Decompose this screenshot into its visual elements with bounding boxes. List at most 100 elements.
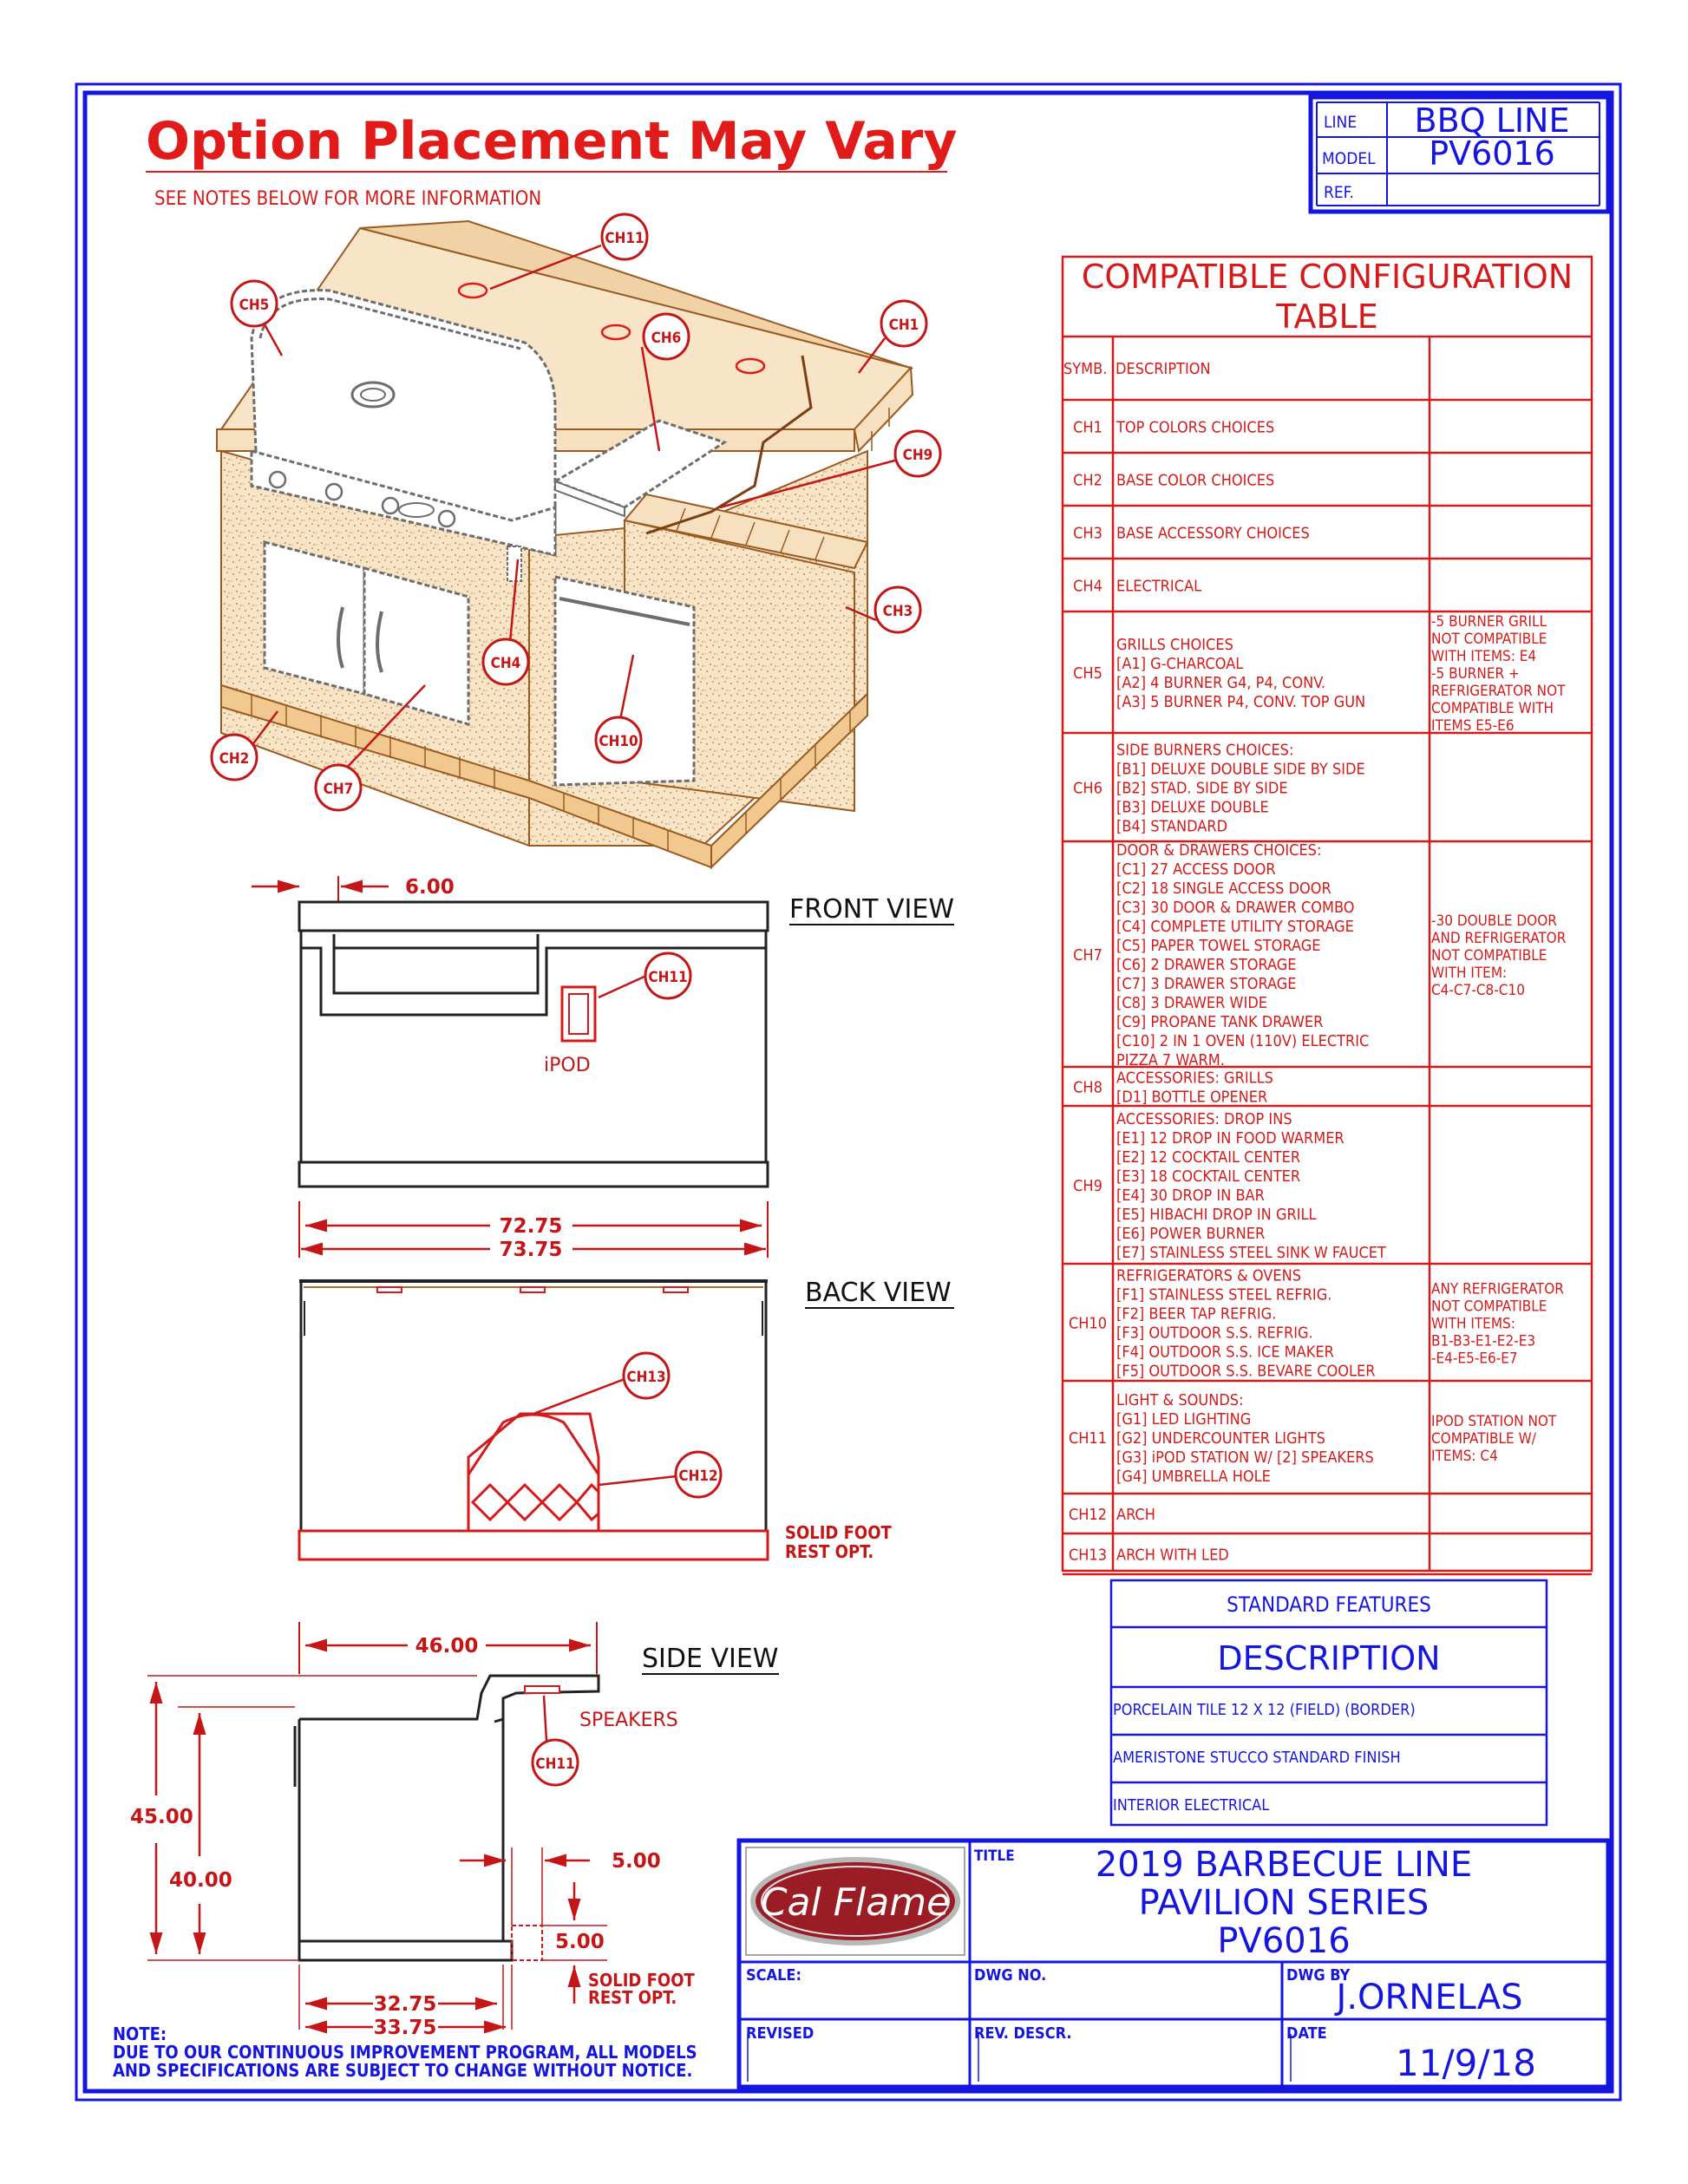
row-description-line: [A3] 5 BURNER P4, CONV. TOP GUN (1116, 693, 1365, 711)
callout-ch4-iso: CH4 (481, 638, 530, 686)
row-description-line: [C8] 3 DRAWER WIDE (1116, 994, 1267, 1012)
row-note-line: AND REFRIGERATOR (1431, 930, 1567, 947)
table-title-2: TABLE (1275, 298, 1378, 336)
row-description-line: BASE COLOR CHOICES (1116, 472, 1274, 490)
row-description-line: [G1] LED LIGHTING (1116, 1410, 1251, 1429)
svg-text:CH13: CH13 (626, 1369, 665, 1386)
row-description-line: [D1] BOTTLE OPENER (1116, 1089, 1267, 1107)
table-head-symb: SYMB. (1063, 360, 1107, 378)
row-symbol: CH13 (1069, 1546, 1107, 1565)
row-description-line: [G3] iPOD STATION W/ [2] SPEAKERS (1116, 1448, 1374, 1467)
callout-ch10-iso: CH10 (594, 716, 643, 764)
row-description-line: [A2] 4 BURNER G4, P4, CONV. (1116, 674, 1325, 692)
row-description-line: ACCESSORIES: GRILLS (1116, 1069, 1273, 1088)
svg-text:CH12: CH12 (678, 1468, 717, 1485)
row-description-line: [C3] 30 DOOR & DRAWER COMBO (1116, 899, 1355, 917)
row-note-line: COMPATIBLE WITH (1431, 700, 1554, 717)
row-description-line: [E1] 12 DROP IN FOOD WARMER (1116, 1129, 1345, 1148)
row-description-line: ARCH WITH LED (1116, 1546, 1229, 1565)
scale-label: SCALE: (746, 1966, 801, 1985)
row-description-line: [C2] 18 SINGLE ACCESS DOOR (1116, 879, 1331, 898)
model-value: PV6016 (1429, 134, 1555, 173)
svg-text:CH6: CH6 (651, 330, 682, 347)
row-description-line: [F5] OUTDOOR S.S. BEVARE COOLER (1116, 1363, 1376, 1381)
back-view-title: BACK VIEW (805, 1278, 952, 1308)
inner-border (82, 90, 1614, 2094)
row-description-line: SIDE BURNERS CHOICES: (1116, 742, 1293, 760)
feature-item: AMERISTONE STUCCO STANDARD FINISH (1113, 1749, 1401, 1767)
row-description-line: [E4] 30 DROP IN BAR (1116, 1187, 1265, 1205)
row-note-line: WITH ITEM: (1431, 964, 1507, 982)
configuration-table: COMPATIBLE CONFIGURATION TABLE SYMB. DES… (1061, 255, 1593, 1576)
row-note-line: WITH ITEMS: (1431, 1316, 1515, 1333)
row-note-line: NOT COMPATIBLE (1431, 1298, 1547, 1316)
back-foot-note-1: SOLID FOOT (785, 1522, 892, 1543)
svg-text:CH3: CH3 (883, 603, 913, 620)
cal-flame-logo: Cal Flame (745, 1847, 965, 1956)
ref-label: REF. (1324, 183, 1354, 202)
row-description-line: ARCH (1116, 1506, 1155, 1524)
row-symbol: CH3 (1073, 525, 1102, 543)
svg-text:CH5: CH5 (239, 297, 270, 314)
table-head-desc: DESCRIPTION (1116, 360, 1211, 378)
side-dim-depth: 46.00 (415, 1635, 479, 1658)
feature-item: PORCELAIN TILE 12 X 12 (FIELD) (BORDER) (1113, 1701, 1416, 1719)
svg-text:AND SPECIFICATIONS ARE SUBJECT: AND SPECIFICATIONS ARE SUBJECT TO CHANGE… (113, 2060, 692, 2081)
row-note-line: COMPATIBLE W/ (1431, 1430, 1537, 1448)
title-line-3: PV6016 (1217, 1921, 1350, 1961)
row-symbol: CH5 (1073, 664, 1102, 683)
front-dim-offset: 6.00 (405, 876, 455, 899)
feature-item: INTERIOR ELECTRICAL (1113, 1796, 1269, 1815)
line-value: BBQ LINE (1415, 101, 1570, 140)
iso-callouts: CH11 CH5 CH6 CH1 CH9 CH3 CH4 CH10 CH2 CH… (210, 213, 942, 812)
island-isometric-drawing (216, 219, 914, 870)
speakers-label: SPEAKERS (579, 1710, 678, 1731)
date-label: DATE (1286, 2024, 1327, 2043)
svg-text:CH1: CH1 (889, 317, 919, 334)
bottom-title-block: Cal Flame TITLE 2019 BARBECUE LINE PAVIL… (736, 1838, 1611, 2089)
row-note-line: WITH ITEMS: E4 (1431, 648, 1536, 665)
disclaimer-note: NOTE: DUE TO OUR CONTINUOUS IMPROVEMENT … (113, 2024, 697, 2081)
row-description-line: [C10] 2 IN 1 OVEN (110V) ELECTRIC (1116, 1032, 1369, 1050)
row-note-line: -E4-E5-E6-E7 (1431, 1350, 1518, 1368)
side-dim-base-inner: 32.75 (374, 1993, 437, 2016)
row-description-line: [E2] 12 COCKTAIL CENTER (1116, 1148, 1300, 1167)
row-description-line: [C9] PROPANE TANK DRAWER (1116, 1013, 1323, 1031)
row-description-line: [C6] 2 DRAWER STORAGE (1116, 956, 1297, 974)
row-note-line: -30 DOUBLE DOOR (1431, 912, 1557, 930)
row-note-line: -5 BURNER + (1431, 665, 1520, 683)
back-view: BACK VIEW CH13 CH12 SOLID FOOT REST OPT. (298, 1278, 954, 1562)
front-dim-outer: 73.75 (500, 1239, 563, 1261)
row-description-line: [E6] POWER BURNER (1116, 1225, 1265, 1243)
model-label: MODEL (1322, 149, 1376, 168)
standard-features-table: STANDARD FEATURES DESCRIPTION PORCELAIN … (1109, 1579, 1548, 1827)
row-description-line: [B1] DELUXE DOUBLE SIDE BY SIDE (1116, 761, 1365, 779)
row-note-line: -5 BURNER GRILL (1431, 613, 1547, 631)
line-label: LINE (1324, 113, 1357, 132)
line-model-block: LINE BBQ LINE MODEL PV6016 REF. (1308, 95, 1611, 214)
row-symbol: CH1 (1073, 419, 1102, 437)
svg-text:CH4: CH4 (491, 655, 521, 672)
front-view: FRONT VIEW 6.00 iPOD CH11 72.75 73.75 (252, 876, 954, 1261)
row-description-line: DOOR & DRAWERS CHOICES: (1116, 841, 1321, 860)
ipod-label: iPOD (544, 1055, 591, 1076)
table-title-1: COMPATIBLE CONFIGURATION (1082, 258, 1573, 296)
callout-ch9-iso: CH9 (893, 429, 942, 478)
row-note-line: IPOD STATION NOT (1431, 1413, 1557, 1430)
side-dim-base-outer: 33.75 (374, 2017, 437, 2039)
row-symbol: CH9 (1073, 1177, 1102, 1195)
callout-ch13-back: CH13 (622, 1351, 671, 1400)
row-symbol: CH6 (1073, 780, 1102, 798)
svg-text:CH9: CH9 (903, 447, 933, 464)
dwg-by-label: DWG BY (1286, 1966, 1351, 1985)
row-description-line: GRILLS CHOICES (1116, 636, 1233, 654)
back-foot-note-2: REST OPT. (785, 1541, 873, 1562)
